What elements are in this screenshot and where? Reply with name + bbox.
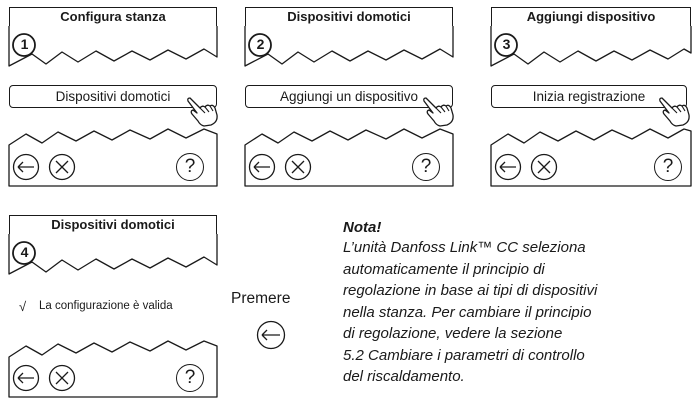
help-question-icon[interactable]: ? [412,153,440,181]
close-x-icon[interactable] [284,153,312,181]
help-question-icon[interactable]: ? [176,153,204,181]
pointing-hand-icon [423,97,454,127]
note-line: del riscaldamento. [343,368,465,385]
note-title: Nota! [343,219,382,236]
panel-3-step-number: 3 [502,36,511,52]
back-arrow-icon[interactable] [248,153,276,181]
help-question-icon[interactable]: ? [654,153,682,181]
close-x-icon[interactable] [48,153,76,181]
note-line: di regolazione, vedere la sezione [343,325,563,342]
panel-3-title: Aggiungi dispositivo [491,7,691,26]
back-arrow-icon[interactable] [12,153,40,181]
help-question-icon[interactable]: ? [176,364,204,392]
premere-label: Premere [231,290,291,307]
panel-2-step-number: 2 [256,36,265,52]
panel-1-title: Configura stanza [9,7,217,26]
panel-1-action-button[interactable]: Dispositivi domotici [9,85,217,108]
panel-4-status-text: La configurazione è valida [39,300,173,312]
note-line: automaticamente il principio di [343,260,545,278]
panel-4-title: Dispositivi domotici [9,215,217,234]
panel-2-action-button[interactable]: Aggiungi un dispositivo [245,85,453,108]
panel-1-step-number: 1 [20,36,29,52]
note-line: L’unità Danfoss Link™ CC seleziona [343,239,586,256]
panel-4-status-check: √ [19,299,27,314]
close-x-icon[interactable] [48,364,76,392]
back-arrow-icon [256,320,286,350]
panel-4-step-number: 4 [20,244,29,260]
panel-3-action-button[interactable]: Inizia registrazione [491,85,687,108]
note-line: 5.2 Cambiare i parametri di controllo [343,346,585,364]
pointing-hand-icon [187,97,218,127]
close-x-icon[interactable] [530,153,558,181]
panel-2-title: Dispositivi domotici [245,7,453,26]
note-line: regolazione in base ai tipi di dispositi… [343,282,598,299]
note-body: L’unità Danfoss Link™ CC seleziona autom… [343,237,695,388]
note-line: nella stanza. Per cambiare il principio [343,303,592,321]
pointing-hand-icon [659,97,690,127]
back-arrow-icon[interactable] [494,153,522,181]
back-arrow-icon[interactable] [12,364,40,392]
